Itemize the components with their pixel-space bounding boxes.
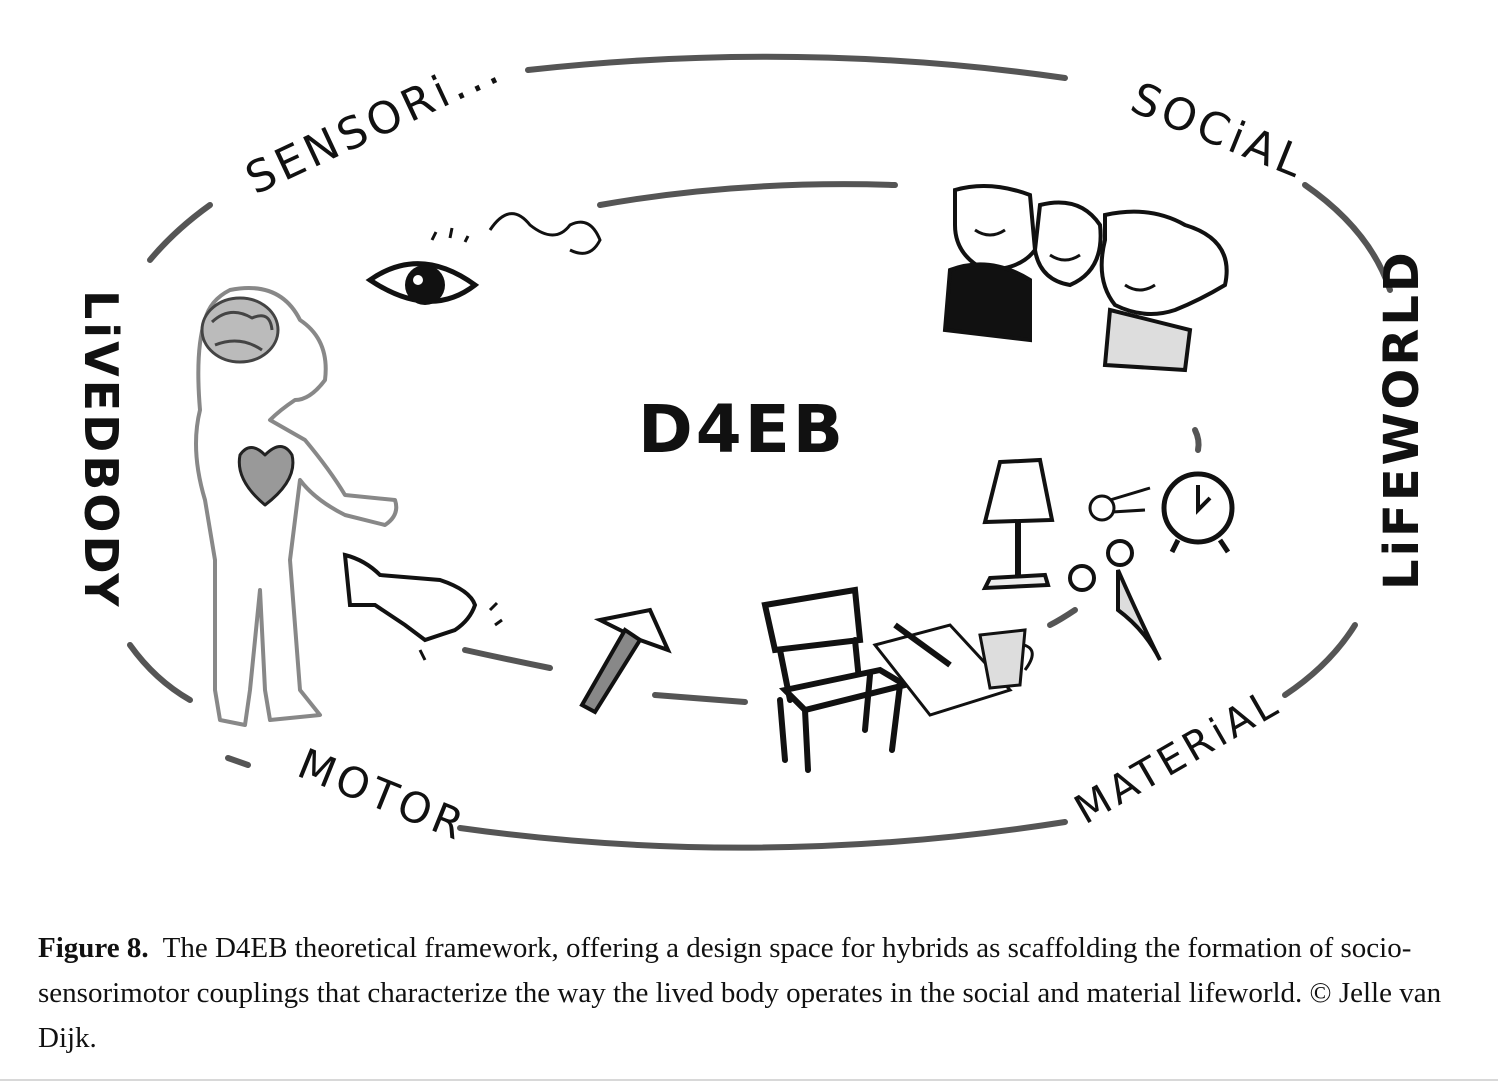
bottom-divider xyxy=(0,1079,1498,1081)
label-motor: MOTOR xyxy=(291,739,474,851)
label-lifeworld: LiFEWORLD xyxy=(1374,249,1430,590)
brain-icon xyxy=(200,296,280,364)
outer-ellipse xyxy=(127,53,1393,851)
d4eb-diagram: SENSORi... SOCiAL LiVEDBODY LiFEWORLD MO… xyxy=(74,42,1430,851)
hammer-icon xyxy=(579,607,672,715)
keys-icon xyxy=(1088,486,1151,522)
chair-icon xyxy=(761,586,913,773)
social-group-illustration xyxy=(942,184,1229,373)
clock-icon xyxy=(1161,471,1235,554)
label-livedbody: LiVEDBODY xyxy=(74,290,128,610)
caption-text: The D4EB theoretical framework, offering… xyxy=(38,932,1442,1054)
label-material: MATERiAL xyxy=(1067,679,1288,833)
desk-items-illustration xyxy=(872,622,1034,717)
label-social: SOCiAL xyxy=(1124,73,1314,189)
heart-icon xyxy=(237,445,295,507)
center-label: D4EB xyxy=(638,391,846,468)
figure-label: Figure 8. xyxy=(38,932,149,964)
person-illustration xyxy=(194,286,399,727)
label-sensori: SENSORi... xyxy=(238,42,510,205)
scissors-icon xyxy=(1068,539,1162,661)
figure-caption: Figure 8. The D4EB theoretical framework… xyxy=(38,926,1448,1061)
eye-icon xyxy=(365,212,602,305)
hand-icon xyxy=(342,552,503,661)
lamp-icon xyxy=(981,457,1055,591)
cup-icon xyxy=(978,628,1027,690)
inner-ellipse xyxy=(462,181,1202,705)
